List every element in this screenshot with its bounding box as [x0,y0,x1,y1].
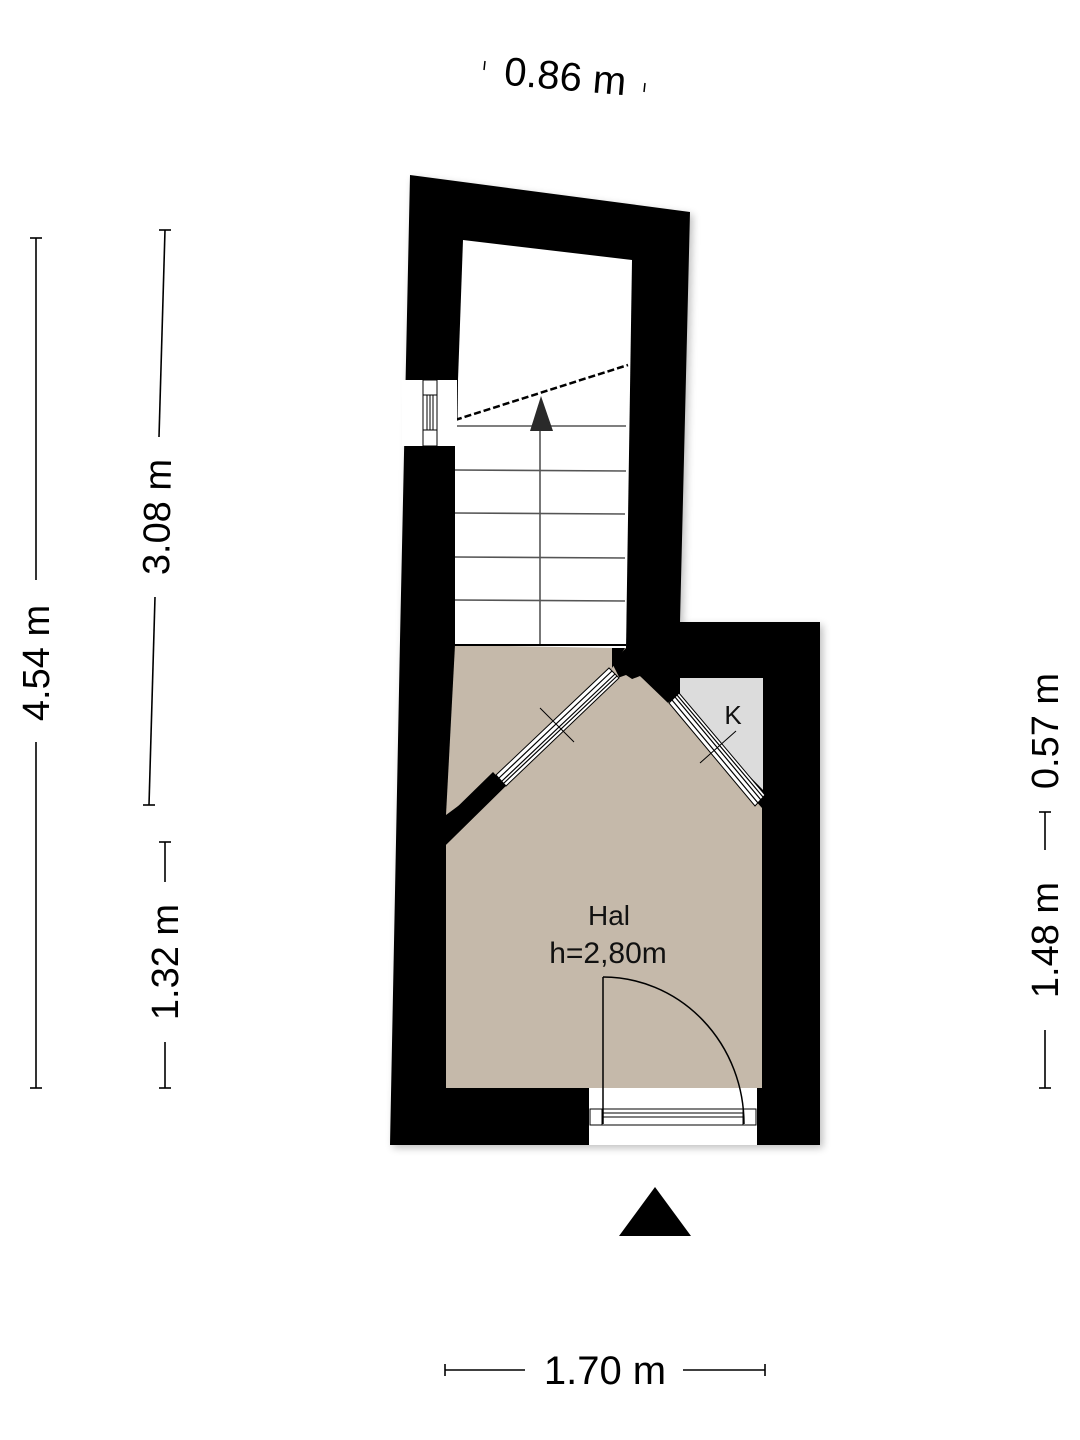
stairs [454,363,629,646]
dimension-left-inner-upper-label: 3.08 m [136,459,180,576]
up-arrow-icon [530,396,553,431]
front-door[interactable] [589,976,757,1145]
dimension-left-inner-lower-label: 1.32 m [145,904,187,1020]
door-swing-arc [602,976,745,1125]
dimension-right-lower-label: 1.48 m [1025,882,1067,998]
dimension-top-label: 0.86 m [502,50,628,104]
diagonal-wall-center [612,648,680,703]
dimension-left-outer-label: 4.54 m [16,605,58,721]
dimension-bottom-label: 1.70 m [544,1349,666,1393]
dimension-left-inner-upper [143,229,171,806]
entrance-arrow-icon [619,1187,691,1236]
room-height-hal: h=2,80m [549,937,667,970]
room-label-closet: K [724,700,742,730]
window-left[interactable] [402,379,457,447]
diagonal-wall-left [446,772,506,845]
room-label-hal: Hal [588,900,630,931]
dimension-right-upper-label: 0.57 m [1025,673,1067,789]
dimension-left-inner-lower [159,841,171,1089]
hal-floor-upper [446,645,612,815]
door-diagonal-left[interactable] [495,667,620,787]
dimension-top: 0.86 m [483,50,646,104]
stair-cut-line [454,363,629,422]
hal-floor-main [446,675,762,1088]
dimension-left-outer [30,237,42,1089]
closet-k-floor [680,678,763,790]
dimension-right [1039,811,1051,1089]
door-diagonal-closet[interactable] [668,692,766,807]
dimension-bottom [444,1364,766,1376]
